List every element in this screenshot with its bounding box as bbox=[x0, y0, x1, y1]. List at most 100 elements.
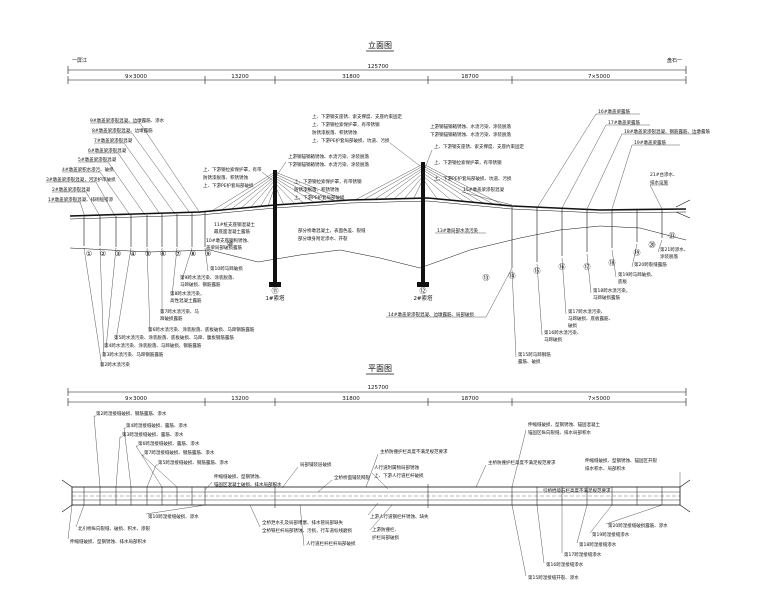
plan-total-dimension: 125700 bbox=[67, 385, 687, 396]
note-text: 第17跨水渍污染、 bbox=[568, 308, 605, 315]
notes-bottom-right: 第21跨渗水、 涂装脱落 第20跨裂缝露筋 第19跨马蹄破损、 底板 第18跨水… bbox=[511, 239, 688, 365]
note-text: 第7跨湿接缝破损、钢筋露筋、渗水 bbox=[144, 449, 215, 456]
note-text: 上、下游钢拉索保护罩，有带锈钢 bbox=[434, 159, 502, 166]
plan-span-label-4: 18700 bbox=[461, 396, 479, 402]
note-text: 防锈漆脱落、积锈锈蚀 bbox=[294, 186, 339, 193]
note-text: 第3跨湿接缝破损、露筋、渗水 bbox=[122, 431, 184, 438]
pier-number: ⑨ bbox=[205, 250, 211, 258]
plan-deck bbox=[61, 479, 691, 513]
note-text: 17#墩盖梁露筋 bbox=[608, 119, 640, 126]
note-text: 第10跨湿接缝破损、渗水 bbox=[148, 513, 199, 520]
note-text: 3#墩盖梁渗裂混凝，河流护岸破损 bbox=[46, 176, 116, 183]
note-text: 第16跨湿接缝渗水 bbox=[546, 561, 584, 568]
plan-span-label-2: 13200 bbox=[231, 396, 249, 402]
pier-number: ⑧ bbox=[190, 250, 196, 258]
note-text: 涂装脱落 bbox=[660, 253, 678, 260]
note-text: 破损 bbox=[568, 322, 577, 329]
note-text: 上、下游PE护套局部破损、坑道、污损 bbox=[434, 175, 512, 182]
note-text: 底板 bbox=[618, 278, 627, 285]
note-text: 上、下游钢拉索保护罩，有带锈钢 bbox=[312, 121, 380, 128]
note-text: 部分桥墩混凝土，表面色差、裂缝 bbox=[298, 227, 366, 234]
pier-number: ① bbox=[86, 250, 92, 258]
pier-number: ⑥ bbox=[160, 250, 166, 258]
note-text: 上游防撞栏、 bbox=[372, 526, 399, 533]
note-text: 北引桥纵向裂缝、破损、积水、渗裂 bbox=[78, 525, 150, 532]
span-label-5: 7×5000 bbox=[588, 74, 611, 80]
plan-notes-center: 主桥防撞护栏高度不满足规范要求 人行道附属物局部锈蚀 上、下游人行道栏杆破损 上… bbox=[249, 448, 448, 547]
pier-number: ⑰ bbox=[584, 263, 591, 271]
note-text: 上、下游人行道栏杆破损 bbox=[374, 472, 424, 479]
plan-span-label-3: 31800 bbox=[342, 396, 360, 402]
note-text: 第7跨水渍污染、马 bbox=[160, 308, 199, 315]
note-text: 锚固区混凝土破损、排水局部积水 bbox=[214, 481, 282, 488]
pier-number: ⑲ bbox=[634, 249, 641, 257]
note-text: 第19跨湿接缝渗水 bbox=[592, 531, 630, 538]
note-text: 9#墩盖梁渗裂混凝、边墩露筋、渗水 bbox=[90, 117, 165, 124]
left-approach-piers bbox=[83, 212, 206, 247]
note-text: 21#台渗水、 bbox=[650, 171, 678, 178]
note-text: 19#墩盖梁露筋 bbox=[634, 139, 666, 146]
pier-number: ② bbox=[100, 250, 106, 258]
note-text: 局部铺装层破损 bbox=[300, 461, 332, 468]
note-text: 下游钢锚钢箱锈蚀、水渍污染、涂装脱落 bbox=[430, 131, 511, 138]
note-text: 5#墩盖梁渗裂混凝 bbox=[78, 156, 117, 163]
note-text: 上游钢锚钢箱锈蚀、水渍污染、涂装脱落 bbox=[430, 123, 511, 130]
span-label-4: 18700 bbox=[461, 74, 479, 80]
notes-tower-2: 上游钢锚钢箱锈蚀、水渍污染、涂装脱落 下游钢锚钢箱锈蚀、水渍污染、涂装脱落 上、… bbox=[424, 123, 524, 206]
note-text: 第6跨水渍污染、涂装脱落、底板破损、马蹄钢筋露筋 bbox=[148, 326, 255, 333]
note-text: 4#墩盖梁积水渗污、破损 bbox=[62, 166, 114, 173]
notes-center: 上、下游钢支座锈、索支撑度、支座约束固定 上、下游钢拉索保护罩，有带锈钢 防锈漆… bbox=[276, 113, 421, 242]
notes-top-right: 16#墩盖梁露筋 17#墩盖梁露筋 18#墩盖梁渗裂混凝、钢筋露筋、边墩露筋 1… bbox=[536, 108, 710, 210]
pier-number: ㉑ bbox=[669, 232, 676, 240]
note-text: 人行道附属物局部锈蚀 bbox=[374, 464, 419, 471]
plan-span-label-1: 9×3000 bbox=[125, 396, 148, 402]
note-text: 全桥铁栏杆局部锈蚀、污损，行车道标线磨损 bbox=[262, 527, 352, 534]
note-text: 最底面混凝土露筋 bbox=[214, 228, 250, 235]
note-text: 上、下游PE护套局部破损 bbox=[203, 182, 254, 189]
note-text: 伸缩缝破损、型钢锈蚀、 bbox=[214, 473, 264, 480]
note-text: 14#墩盖梁渗裂混凝、边墩露筋、局部破损 bbox=[388, 311, 474, 318]
pier-number: ⑮ bbox=[534, 267, 541, 275]
span-label-3: 31800 bbox=[342, 74, 360, 80]
note-text: 第18跨湿接缝渗水 bbox=[579, 541, 617, 548]
elevation-deck bbox=[69, 197, 691, 220]
pier-numbers: ① ② ③ ④ ⑤ ⑥ ⑦ ⑧ ⑨ ⑩ ⑪ ⑫ ⑬ ⑭ ⑮ ⑯ ⑰ ⑱ ⑲ ⑳ … bbox=[86, 232, 676, 295]
note-text: 第3跨水渍污染、马蹄钢筋露筋 bbox=[102, 351, 164, 358]
note-text: 全桥桥面铺装网裂 bbox=[334, 474, 370, 481]
note-text: 第4跨湿接缝破损、露筋、渗水 bbox=[126, 422, 188, 429]
note-text: 引桥挡墙石栏高度不满足规范要求 bbox=[543, 487, 611, 494]
note-text: 马蹄破损、钢筋露筋 bbox=[180, 281, 221, 288]
note-text: 防锈漆脱落、积锈锈蚀 bbox=[312, 129, 357, 136]
note-text: 露筋、破损 bbox=[518, 358, 541, 365]
note-text: 8#墩盖梁渗裂混凝、边墩露筋 bbox=[92, 127, 153, 134]
note-text: 2#墩盖梁渗裂混凝 bbox=[52, 186, 91, 193]
pier-number: ④ bbox=[130, 250, 136, 258]
note-text: 第2跨水渍污染 bbox=[100, 361, 130, 368]
note-text: 人行道栏杆栏杆局部破损 bbox=[306, 540, 356, 547]
note-text: 蹄破损露筋 bbox=[160, 315, 183, 322]
note-text: 护栏局部破损 bbox=[372, 534, 399, 541]
note-text: 全桥泄水孔及局部堵塞、排水管局部缺失 bbox=[262, 519, 343, 526]
note-text: 第17跨湿接缝渗水 bbox=[564, 551, 602, 558]
elevation-title: 立面图 bbox=[368, 40, 392, 50]
note-text: 上、下游钢拉索保护罩，有带锈钢 bbox=[294, 178, 362, 185]
note-text: 上、下游钢支座锈、索支撑度、支座约束固定 bbox=[312, 113, 402, 120]
note-text: 第15跨马蹄钢筋 bbox=[518, 351, 551, 358]
elevation-span-dimensions: 9×3000 13200 31800 18700 7×5000 bbox=[67, 74, 687, 84]
note-text: 16#墩盖梁露筋 bbox=[598, 108, 630, 115]
note-text: 排水积水、局部积水 bbox=[585, 465, 626, 472]
pier-number: ③ bbox=[115, 250, 121, 258]
pier-number: ⑫ bbox=[420, 287, 427, 295]
note-text: 上游人行道钢栏杆锈蚀、缺失 bbox=[370, 513, 429, 520]
notes-tower-1: 上、下游钢拉索保护罩，有带 防锈漆脱落、积锈锈蚀 上、下游PE护套局部破损 11… bbox=[203, 166, 273, 235]
note-text: 第19跨马蹄破损、 bbox=[618, 271, 655, 278]
tower-1-label: 1#索塔 bbox=[265, 294, 285, 302]
note-text: 第4跨水渍污染、涂装脱落、马蹄破损、钢筋露筋 bbox=[104, 342, 202, 349]
note-text: 第8跨水渍污染， bbox=[170, 290, 204, 297]
plan-total-length: 125700 bbox=[368, 385, 389, 391]
note-text: 第20跨裂缝露筋 bbox=[634, 261, 667, 268]
right-approach-piers bbox=[511, 207, 663, 268]
note-text: 第5跨湿接缝破损、钢筋露筋、渗水 bbox=[158, 459, 229, 466]
pier-number: ⑯ bbox=[559, 263, 566, 271]
note-text: 第15跨湿接缝开裂、渗水 bbox=[528, 574, 579, 581]
